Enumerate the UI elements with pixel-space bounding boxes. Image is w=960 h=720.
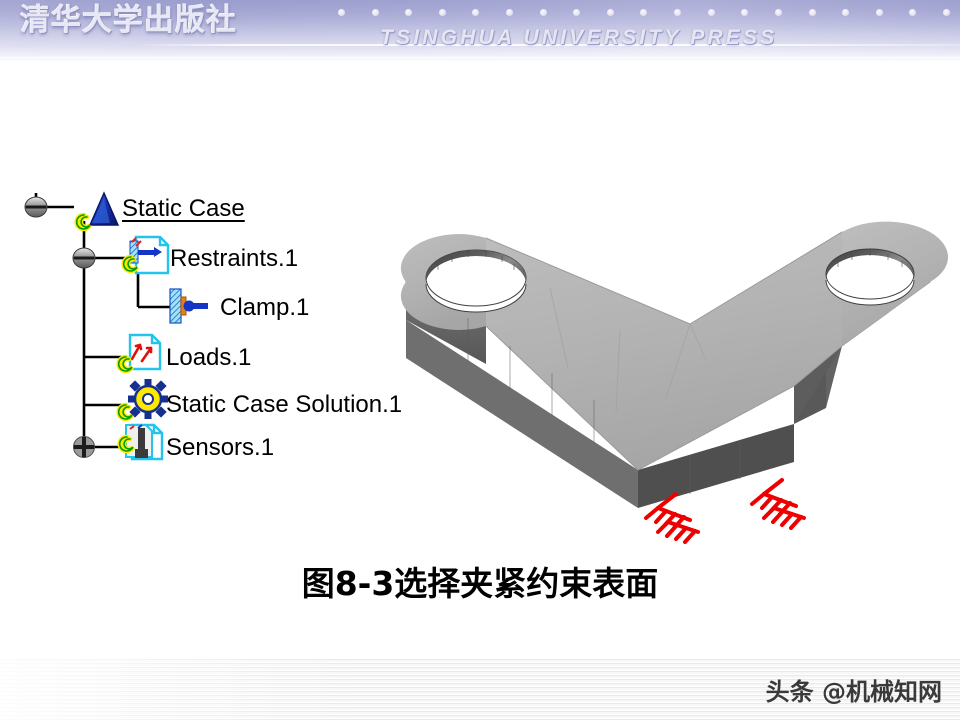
clamp-icon[interactable] [169, 288, 208, 324]
banner-dot [909, 8, 917, 16]
bracket-tessellation-lines [549, 287, 707, 413]
banner-dot [539, 8, 547, 16]
bracket-side-facets [467, 318, 741, 494]
cad-viewport[interactable] [390, 212, 960, 572]
banner-dot [338, 8, 345, 16]
static-case-icon[interactable] [74, 191, 120, 232]
banner-dot [371, 8, 379, 16]
tree-node-label-static-case[interactable]: Static Case [122, 195, 245, 222]
restraint-symbol-left [644, 492, 700, 544]
restraint-symbol-right [750, 478, 806, 530]
banner-divider-rule [138, 44, 960, 46]
expander-plus-sensors[interactable] [73, 436, 95, 458]
banner-dot [472, 8, 480, 16]
banner-dot [573, 8, 581, 16]
expander-minus-restraints[interactable] [72, 247, 96, 269]
header-banner: 清华大学出版社 TSINGHUA UNIVERSITY PRESS [0, 0, 960, 62]
restraints-icon[interactable] [121, 235, 170, 275]
banner-dot [842, 8, 850, 16]
banner-dot [875, 8, 883, 16]
specification-tree: Static Case Restraints.1 Clamp.1 Loads.1… [18, 185, 458, 485]
tree-node-label-restraints[interactable]: Restraints.1 [170, 245, 299, 272]
banner-bottom-rule [0, 57, 960, 58]
slide-body: Static Case Restraints.1 Clamp.1 Loads.1… [0, 62, 960, 658]
banner-dot [405, 8, 413, 16]
watermark-label: 头条 @机械知网 [765, 678, 942, 706]
figure-caption: 图8-3选择夹紧约束表面 [301, 564, 659, 603]
banner-dot [808, 8, 816, 16]
banner-dot [942, 8, 950, 16]
tree-node-label-loads[interactable]: Loads.1 [166, 344, 252, 371]
sensors-icon[interactable] [117, 423, 164, 461]
publisher-name-en: TSINGHUA UNIVERSITY PRESS [380, 26, 778, 49]
banner-dot [640, 8, 648, 16]
tree-graphics [24, 191, 208, 461]
banner-dot [674, 8, 682, 16]
banner-dot [506, 8, 514, 16]
banner-dot [606, 8, 614, 16]
loads-icon[interactable] [116, 333, 162, 374]
tree-node-label-clamp[interactable]: Clamp.1 [220, 294, 310, 321]
bracket-hole-left [425, 249, 527, 313]
banner-dot [707, 8, 715, 16]
tree-node-label-sensors[interactable]: Sensors.1 [166, 434, 275, 461]
bracket-hole-right [825, 248, 915, 306]
expander-minus-root[interactable] [24, 196, 48, 218]
static-case-solution-icon[interactable] [116, 379, 168, 422]
banner-dot-row [338, 5, 950, 19]
tree-node-label-static-case-solution[interactable]: Static Case Solution.1 [166, 391, 403, 418]
publisher-name-cn: 清华大学出版社 [20, 3, 237, 38]
footer-fade [0, 658, 360, 720]
banner-dot [774, 8, 782, 16]
footer-strip: 头条 @机械知网 [0, 658, 960, 720]
banner-dot [438, 8, 446, 16]
banner-dot [741, 8, 749, 16]
